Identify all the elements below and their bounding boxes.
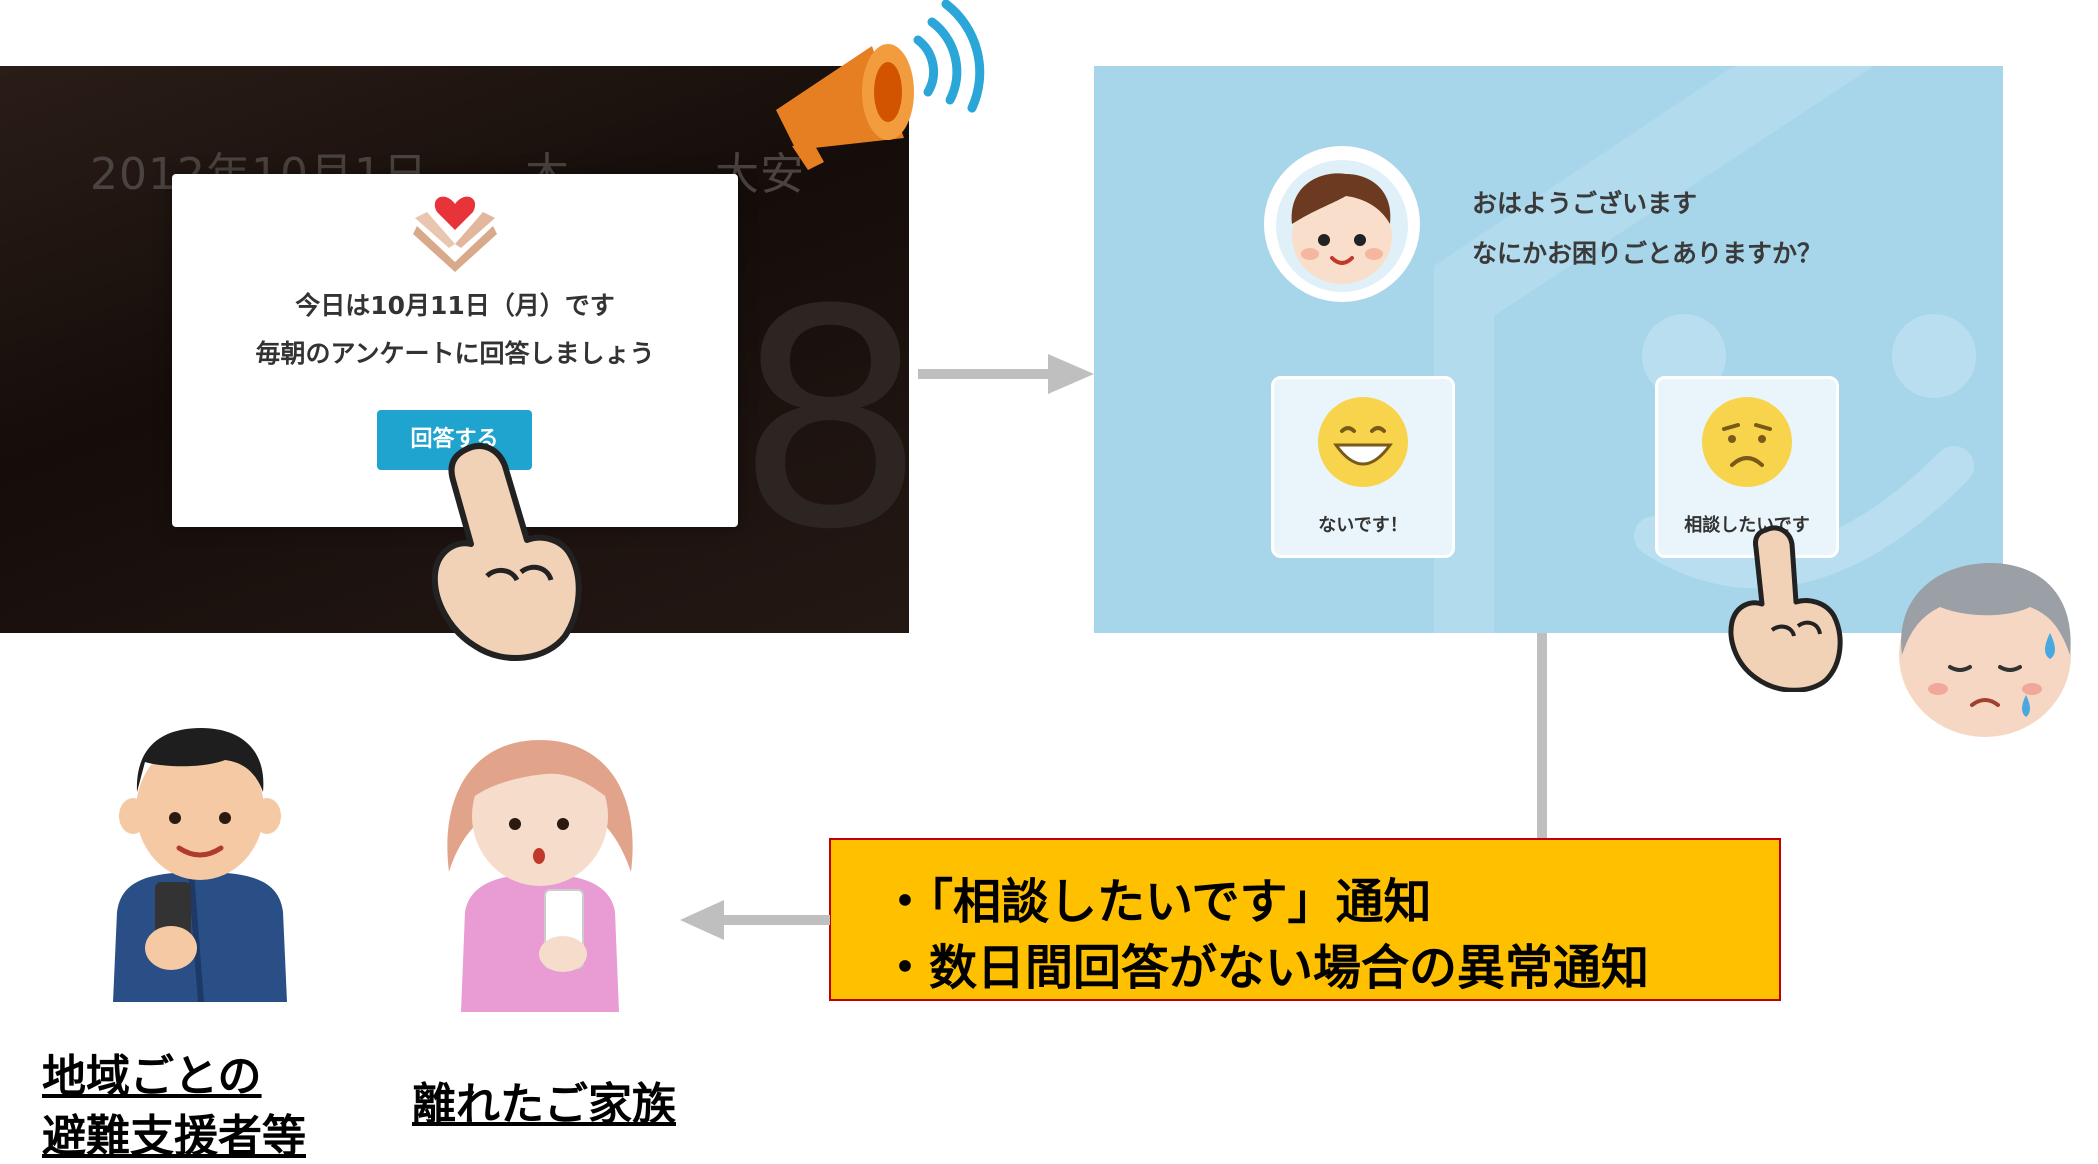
smiling-face-icon bbox=[1318, 397, 1408, 487]
arrow-right-icon bbox=[918, 354, 1094, 394]
notification-consult-text: ・「相談したいです」通知 bbox=[881, 874, 1432, 930]
question-screen: おはようございます なにかお困りごとありますか？ ないです！ 相談したいです bbox=[1094, 66, 2003, 633]
megaphone-icon bbox=[776, 0, 985, 170]
choice-no-problem-button[interactable]: ないです！ bbox=[1271, 376, 1455, 558]
connector-line bbox=[1537, 633, 1547, 839]
elderly-person-worried-icon bbox=[1899, 563, 2071, 737]
choice-no-problem-label: ないです！ bbox=[1318, 515, 1408, 536]
pointing-hand-icon bbox=[1728, 525, 1843, 692]
family-woman-icon bbox=[447, 740, 633, 1012]
supporter-man-icon bbox=[113, 728, 287, 1002]
clock-digit: 8 bbox=[735, 246, 909, 595]
dialog-date-text: 今日は10月11日（月）です bbox=[295, 291, 615, 320]
arrow-left-icon bbox=[680, 900, 830, 940]
survey-dialog: 今日は10月11日（月）です 毎朝のアンケートに回答しましょう 回答する bbox=[172, 174, 738, 527]
dialog-instruction-text: 毎朝のアンケートに回答しましょう bbox=[255, 339, 655, 368]
sad-face-icon bbox=[1702, 397, 1792, 487]
heart-hands-icon bbox=[413, 196, 497, 272]
pointing-hand-icon bbox=[431, 443, 582, 661]
supporter-caption-line2: 避難支援者等 bbox=[42, 1111, 306, 1162]
greeting-text: おはようございます bbox=[1472, 189, 1698, 218]
choice-consult-button[interactable]: 相談したいです bbox=[1655, 376, 1839, 558]
family-caption: 離れたご家族 bbox=[412, 1079, 676, 1130]
clock-tablet-screen: 2012年10月1日 木 大安 8 今日は10月11日（月）です 毎朝のアンケー… bbox=[0, 66, 909, 633]
background-decoration bbox=[1434, 66, 1976, 633]
supporter-caption-line1: 地域ごとの bbox=[42, 1051, 262, 1102]
boy-avatar-icon bbox=[1264, 146, 1420, 302]
notification-box: ・「相談したいです」通知 ・数日間回答がない場合の異常通知 bbox=[829, 838, 1781, 1001]
notification-anomaly-text: ・数日間回答がない場合の異常通知 bbox=[881, 940, 1650, 996]
question-text: なにかお困りごとありますか？ bbox=[1472, 239, 1823, 268]
